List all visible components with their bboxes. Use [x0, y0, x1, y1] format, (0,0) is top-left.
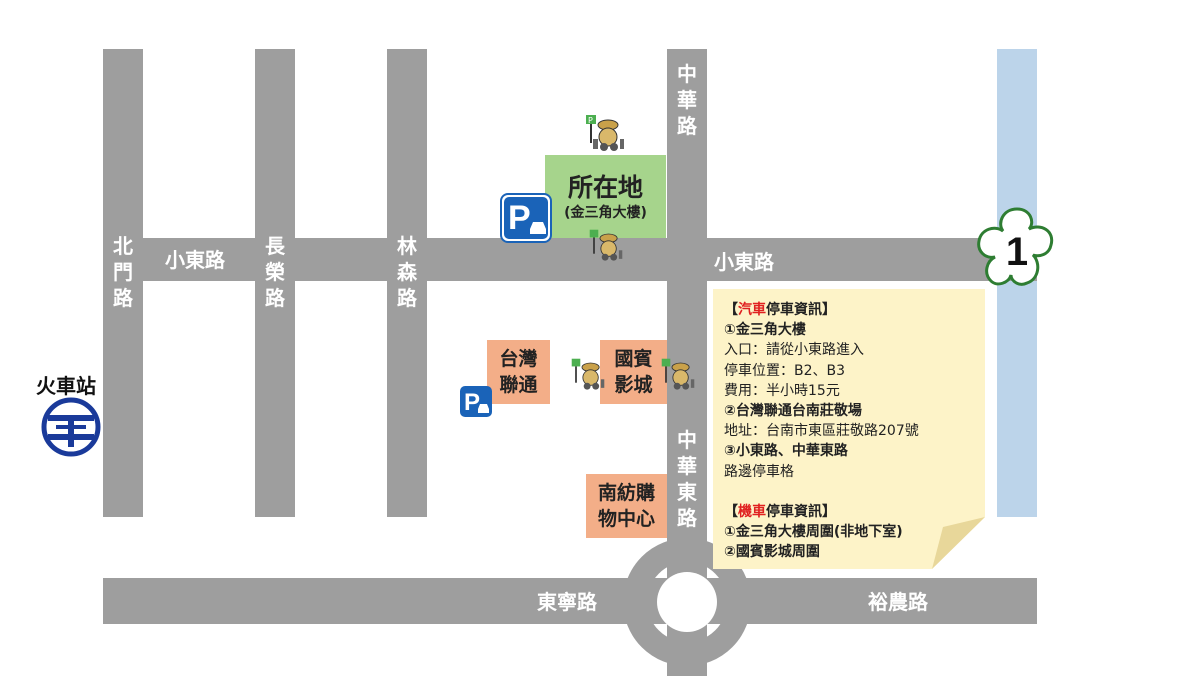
parking-sign-icon: P — [500, 193, 552, 243]
guobin-label: 國賓影城 — [614, 348, 653, 396]
zhonghua-road — [667, 49, 707, 609]
info-line: ②國賓影城周圍 — [724, 544, 820, 561]
info-note: 【汽車停車資訊】 ①金三角大樓 入口：請從小東路進入 停車位置：B2、B3 費用… — [724, 300, 974, 562]
info-line: 地址：台南市東區莊敬路207號 — [724, 423, 919, 440]
changrong-road-label: 長榮路 — [265, 234, 285, 310]
beimen-road — [103, 49, 143, 517]
taiwan-railway-logo-icon — [41, 397, 101, 457]
linsen-road — [387, 49, 427, 517]
xiaodong-road — [103, 238, 1037, 281]
scooter-parking-icon — [571, 358, 605, 390]
scooter-parking-icon: P — [586, 115, 624, 151]
scooter-parking-heading: 【機車停車資訊】 — [724, 503, 836, 520]
info-line: 入口：請從小東路進入 — [724, 342, 864, 359]
zhonghua-east-road-label: 中華東路 — [677, 428, 697, 530]
location-block: 所在地 (金三角大樓) — [545, 155, 666, 238]
route-number: 1 — [1005, 230, 1029, 274]
spacer — [724, 482, 974, 502]
info-line: 停車位置：B2、B3 — [724, 362, 846, 379]
info-line: 路邊停車格 — [724, 463, 794, 480]
location-subtitle: (金三角大樓) — [564, 204, 647, 221]
xiaodong-road-label-west: 小東路 — [165, 248, 225, 272]
roundabout — [620, 540, 754, 676]
beimen-road-label: 北門路 — [113, 234, 133, 310]
dongning-road-label: 東寧路 — [537, 590, 597, 614]
zhonghua-road-label: 中華路 — [677, 62, 697, 138]
nanfang-label: 南紡購物中心 — [597, 482, 655, 530]
svg-text:P: P — [508, 199, 531, 237]
dongning-road — [103, 578, 1037, 624]
guobin-block: 國賓影城 — [600, 340, 667, 404]
changrong-road — [255, 49, 295, 517]
xiaodong-road-label-east: 小東路 — [714, 250, 774, 274]
nanfang-block: 南紡購物中心 — [586, 474, 667, 538]
scooter-parking-icon — [661, 358, 695, 390]
svg-text:P: P — [588, 116, 593, 125]
info-line: 費用：半小時15元 — [724, 382, 840, 399]
yunong-road-label: 裕農路 — [868, 590, 928, 614]
info-line: ①金三角大樓周圍(非地下室) — [724, 524, 903, 541]
car-parking-heading: 【汽車停車資訊】 — [724, 302, 836, 318]
linsen-road-label: 林森路 — [397, 234, 417, 310]
info-line: ②台灣聯通台南莊敬場 — [724, 403, 862, 420]
location-title: 所在地 — [567, 172, 643, 202]
svg-text:P: P — [464, 389, 480, 416]
taiwan-lianto-block: 台灣聯通 — [487, 340, 550, 404]
taiwan-lianto-label: 台灣聯通 — [499, 348, 538, 396]
info-line: ①金三角大樓 — [724, 322, 806, 339]
train-station-label: 火車站 — [36, 374, 96, 398]
scooter-parking-icon — [589, 229, 623, 261]
parking-sign-icon: P — [460, 386, 492, 417]
info-line: ③小東路、中華東路 — [724, 443, 848, 460]
route-shield-icon — [977, 207, 1054, 286]
info-note-background — [713, 289, 985, 569]
